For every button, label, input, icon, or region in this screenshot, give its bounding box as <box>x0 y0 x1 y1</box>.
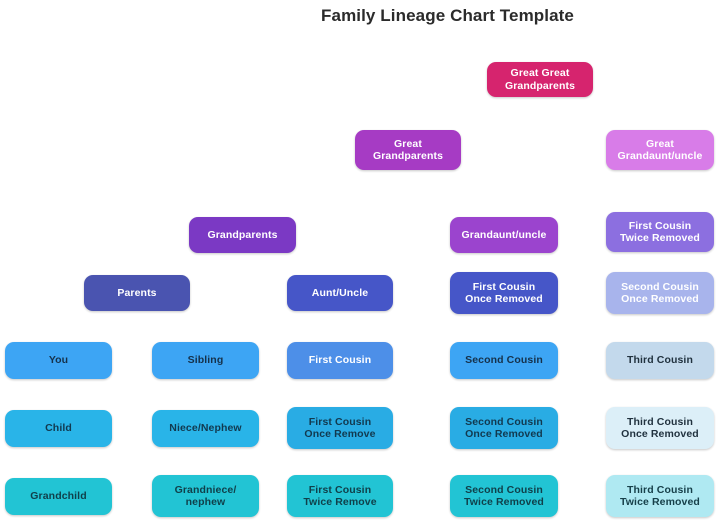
node-label: Second Cousin <box>465 354 543 367</box>
node-label: Great Great Grandparents <box>504 67 576 92</box>
node-sib[interactable]: Sibling <box>152 342 259 379</box>
node-tc2r[interactable]: Third Cousin Twice Removed <box>606 475 714 517</box>
node-label: Third Cousin Twice Removed <box>620 483 700 509</box>
node-label: First Cousin Twice Removed <box>620 219 700 245</box>
node-label: First Cousin Twice Remove <box>303 483 377 509</box>
node-tc1r[interactable]: Third Cousin Once Removed <box>606 407 714 449</box>
node-label: Second Cousin Once Removed <box>465 415 543 441</box>
node-label: Niece/Nephew <box>169 422 242 435</box>
node-gau[interactable]: Grandaunt/uncle <box>450 217 558 253</box>
node-fc1rm[interactable]: First Cousin Once Remove <box>287 407 393 449</box>
node-gchild[interactable]: Grandchild <box>5 478 112 515</box>
node-gp[interactable]: Grandparents <box>189 217 296 253</box>
node-gg[interactable]: Great Grandparents <box>355 130 461 170</box>
node-label: Sibling <box>187 354 224 367</box>
node-label: Great Grandaunt/uncle <box>617 137 703 163</box>
node-label: Second Cousin Once Removed <box>621 280 699 306</box>
node-au[interactable]: Aunt/Uncle <box>287 275 393 311</box>
node-sc[interactable]: Second Cousin <box>450 342 558 379</box>
node-fc2rm[interactable]: First Cousin Twice Remove <box>287 475 393 517</box>
node-label: Grandniece/ nephew <box>174 483 237 509</box>
chart-title-text: Family Lineage Chart Template <box>321 6 574 25</box>
node-label: First Cousin Once Removed <box>465 280 543 306</box>
node-label: First Cousin <box>308 354 372 367</box>
node-label: Grandchild <box>30 490 87 503</box>
node-label: Parents <box>117 286 157 299</box>
node-label: Great Grandparents <box>372 137 444 163</box>
node-fc2r[interactable]: First Cousin Twice Removed <box>606 212 714 252</box>
chart-title: Family Lineage Chart Template <box>0 6 720 26</box>
node-label: Second Cousin Twice Removed <box>464 483 544 509</box>
node-child[interactable]: Child <box>5 410 112 447</box>
edge-ggg-ggau <box>540 114 660 131</box>
node-label: Grandaunt/uncle <box>461 228 547 241</box>
node-ggg[interactable]: Great Great Grandparents <box>487 62 593 97</box>
edge-par-sib <box>137 327 206 343</box>
node-sc1r[interactable]: Second Cousin Once Removed <box>450 407 558 449</box>
node-label: You <box>48 354 69 367</box>
node-label: Third Cousin <box>627 354 693 367</box>
edge-ggg-gg <box>408 114 540 131</box>
edge-gp-par <box>137 264 243 275</box>
node-label: First Cousin Once Remove <box>304 415 376 441</box>
edge-gg-gp <box>243 194 409 218</box>
node-tc[interactable]: Third Cousin <box>606 342 714 379</box>
node-sc2r[interactable]: Second Cousin Twice Removed <box>450 475 558 517</box>
edge-par-you <box>59 327 138 343</box>
node-ggau[interactable]: Great Grandaunt/uncle <box>606 130 714 170</box>
node-gniece[interactable]: Grandniece/ nephew <box>152 475 259 517</box>
node-par[interactable]: Parents <box>84 275 190 311</box>
edge-gg-gau <box>408 194 504 218</box>
node-fc[interactable]: First Cousin <box>287 342 393 379</box>
node-sc1r_h[interactable]: Second Cousin Once Removed <box>606 272 714 314</box>
node-label: Grandparents <box>207 228 278 241</box>
edge-gp-au <box>243 264 341 275</box>
node-label: Child <box>45 422 72 435</box>
node-you[interactable]: You <box>5 342 112 379</box>
node-niece[interactable]: Niece/Nephew <box>152 410 259 447</box>
node-fc1r[interactable]: First Cousin Once Removed <box>450 272 558 314</box>
node-label: Aunt/Uncle <box>311 286 369 299</box>
node-label: Third Cousin Once Removed <box>621 415 699 441</box>
